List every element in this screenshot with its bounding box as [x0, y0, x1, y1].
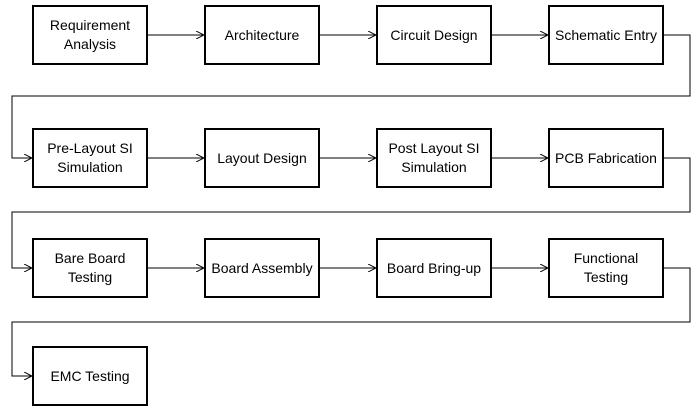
- step-label: Board Bring-up: [386, 259, 482, 276]
- step-requirement-analysis: Requirement Analysis: [32, 5, 148, 65]
- step-layout-design: Layout Design: [204, 128, 320, 188]
- step-label: EMC Testing: [50, 367, 130, 384]
- step-label: Circuit Design: [390, 26, 478, 43]
- step-schematic-entry: Schematic Entry: [548, 5, 664, 65]
- step-pre-layout-si-simulation: Pre-Layout SI Simulation: [32, 128, 148, 188]
- step-label: Pre-Layout SI Simulation: [47, 140, 133, 175]
- step-bare-board-testing: Bare Board Testing: [32, 238, 148, 298]
- step-circuit-design: Circuit Design: [376, 5, 492, 65]
- step-label: Board Assembly: [211, 259, 313, 276]
- step-emc-testing: EMC Testing: [32, 346, 148, 406]
- step-board-bring-up: Board Bring-up: [376, 238, 492, 298]
- step-label: Schematic Entry: [555, 26, 657, 43]
- step-label: Layout Design: [217, 149, 307, 166]
- step-board-assembly: Board Assembly: [204, 238, 320, 298]
- arrow-12-13: [11, 267, 691, 376]
- step-label: Functional Testing: [573, 250, 639, 285]
- arrow-8-9: [11, 157, 691, 268]
- step-label: PCB Fabrication: [555, 149, 657, 166]
- step-label: Architecture: [224, 26, 300, 43]
- step-label: Bare Board Testing: [54, 250, 126, 285]
- arrow-4-5: [11, 34, 691, 158]
- step-pcb-fabrication: PCB Fabrication: [548, 128, 664, 188]
- step-label: Post Layout SI Simulation: [388, 140, 480, 175]
- step-architecture: Architecture: [204, 5, 320, 65]
- step-functional-testing: Functional Testing: [548, 238, 664, 298]
- step-post-layout-si-simulation: Post Layout SI Simulation: [376, 128, 492, 188]
- step-label: Requirement Analysis: [49, 17, 131, 52]
